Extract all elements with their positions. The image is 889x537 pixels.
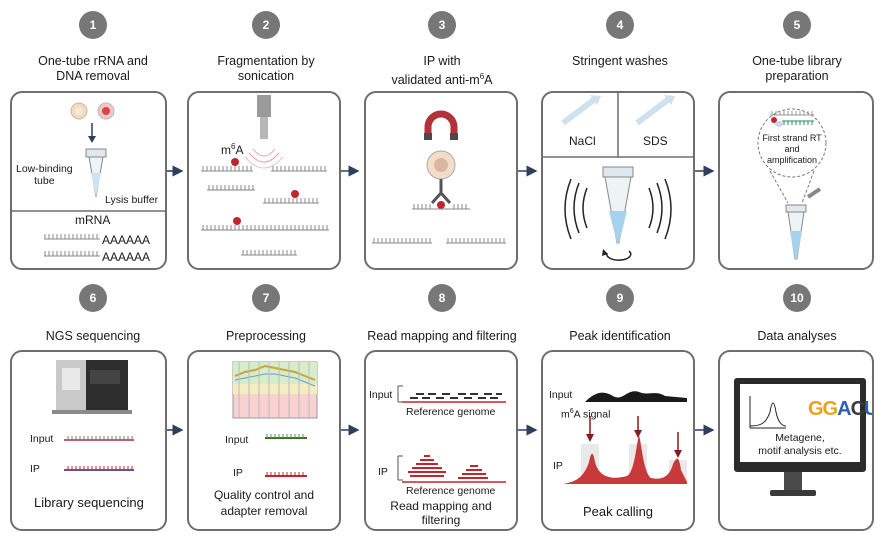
reference-genome-label-2: Reference genome: [406, 485, 496, 497]
polya-label-2: AAAAAA: [102, 250, 151, 264]
ip-label: IP: [553, 460, 563, 472]
step-8-badge: 8: [428, 284, 456, 312]
low-binding-tube-label: Low-binding tube: [16, 163, 73, 187]
step-4-title: Stringent washes: [572, 54, 668, 68]
step-6-badge: 6: [79, 284, 107, 312]
panel-5: First strand RT and amplification: [718, 91, 874, 270]
step-8-title: Read mapping and filtering: [367, 329, 517, 343]
peak-calling-plot: [563, 391, 687, 484]
panel-10: GGACU Metagene,motif analysis etc.: [718, 350, 874, 531]
mrna-label: mRNA: [75, 213, 111, 227]
step-6-title: NGS sequencing: [45, 329, 141, 343]
step-3-title: IP with validated anti-m6A: [391, 54, 493, 88]
m6a-label: m6A: [221, 142, 244, 157]
panel-4: NaCl SDS: [541, 91, 695, 270]
step-3-badge: 3: [428, 11, 456, 39]
step-7-title: Preprocessing: [226, 329, 306, 343]
input-label: Input: [549, 389, 573, 401]
sds-label: SDS: [643, 134, 668, 148]
step-10-badge: 10: [783, 284, 811, 312]
m6a-marks: [231, 158, 299, 225]
step-9-title: Peak identification: [569, 329, 671, 343]
step-1-badge: 1: [79, 11, 107, 39]
nacl-label: NaCl: [569, 134, 596, 148]
reference-genome-label-1: Reference genome: [406, 406, 496, 418]
mrna-strand-2: [44, 251, 100, 257]
lysis-buffer-label: Lysis buffer: [105, 194, 159, 206]
step-4-badge: 4: [606, 11, 634, 39]
step-2-badge: 2: [252, 11, 280, 39]
input-label: Input: [369, 389, 393, 401]
step-10-title: Data analyses: [757, 329, 837, 343]
panel-6: Input IP Library sequencing: [10, 350, 167, 531]
panel-8: Input Reference genome IP Reference geno…: [364, 350, 518, 531]
step-5-badge: 5: [783, 11, 811, 39]
ip-label: IP: [233, 467, 243, 479]
mrna-strand-1: [44, 234, 100, 240]
panel-9: Input m6A signal IP Peak calling: [541, 350, 695, 531]
library-sequencing-label: Library sequencing: [34, 495, 144, 510]
m6a-signal-label: m6A signal: [561, 408, 611, 421]
step-7-badge: 7: [252, 284, 280, 312]
polya-label-1: AAAAAA: [102, 233, 151, 247]
ip-label: IP: [378, 466, 388, 478]
ip-label: IP: [30, 463, 40, 475]
step-9-badge: 9: [606, 284, 634, 312]
panel-2: m6A: [187, 91, 341, 270]
input-label: Input: [30, 433, 54, 445]
rt-amplification-label: First strand RT and amplification: [762, 133, 822, 165]
panel-3: [364, 91, 518, 270]
peak-calling-label: Peak calling: [582, 504, 654, 519]
input-label: Input: [225, 434, 249, 446]
analysis-caption: Metagene,motif analysis etc.: [758, 432, 842, 457]
motif-logo: GGACU: [808, 398, 872, 420]
panel-1: Low-binding tube Lysis buffer mRNA AAAAA…: [10, 91, 167, 270]
